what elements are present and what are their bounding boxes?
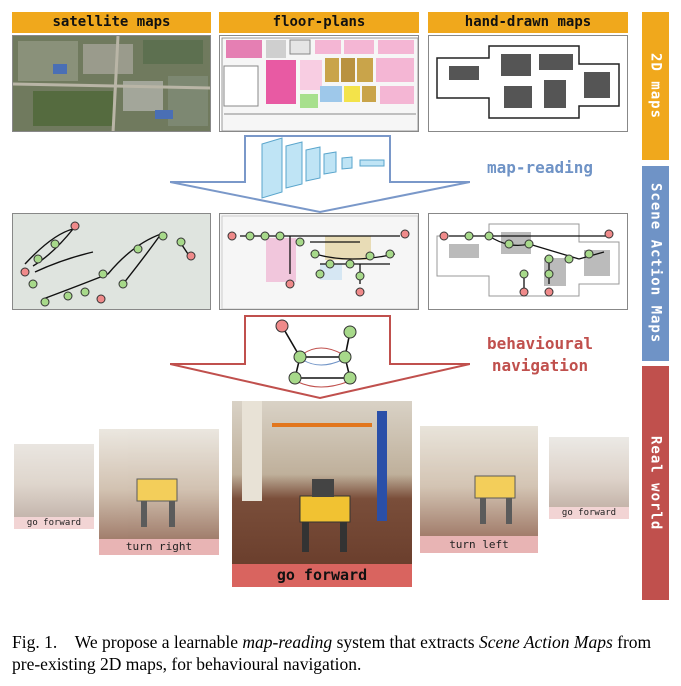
action-left: turn right: [99, 539, 219, 555]
stage-label-map-reading: map-reading: [487, 158, 593, 177]
stage-label-navigation: navigation: [491, 356, 589, 375]
caption-part2: system that extracts: [332, 632, 479, 652]
figure-number: Fig. 1.: [12, 632, 58, 652]
action-right: turn left: [420, 536, 538, 553]
side-label-real-world: Real world: [642, 366, 669, 600]
photo-right: [420, 426, 538, 536]
hand-drawn-map-image: [428, 35, 628, 132]
side-label-scene-action-text: Scene Action Maps: [647, 183, 664, 344]
action-center: go forward: [232, 564, 412, 587]
scene-action-map-satellite: [12, 213, 211, 310]
neural-network-icon: [261, 137, 385, 199]
scene-action-map-hand-drawn: [428, 213, 628, 310]
photo-far-left: [14, 444, 94, 517]
stage-label-behavioural-navigation: behavioural navigation: [465, 333, 615, 377]
action-far-left: go forward: [14, 517, 94, 529]
header-floor-plans: floor-plans: [219, 12, 419, 33]
map-reading-arrow: [170, 135, 470, 214]
action-graph-icon: [275, 319, 357, 388]
caption-part1: We propose a learnable: [74, 632, 243, 652]
header-satellite-maps: satellite maps: [12, 12, 211, 33]
header-hand-drawn-maps: hand-drawn maps: [428, 12, 628, 33]
photo-left: [99, 429, 219, 539]
action-far-right: go forward: [549, 507, 629, 519]
scene-action-map-floorplan: [219, 213, 419, 310]
side-label-real-world-text: Real world: [647, 435, 664, 531]
stage-label-behavioural: behavioural: [487, 334, 593, 353]
photo-center: [232, 401, 412, 564]
floor-plan-image: [219, 35, 419, 132]
side-label-2d-maps-text: 2D maps: [647, 52, 664, 119]
photo-far-right: [549, 437, 629, 507]
side-label-2d-maps: 2D maps: [642, 12, 669, 160]
behavioural-navigation-arrow: [170, 315, 470, 400]
caption-part3: from pre-existing 2D maps, for behaviour…: [12, 632, 652, 674]
figure-caption: Fig. 1. We propose a learnable map-readi…: [12, 631, 672, 675]
caption-em-scene-action-maps: Scene Action Maps: [478, 632, 613, 652]
caption-em-map-reading: map-reading: [242, 632, 333, 652]
satellite-map-image: [12, 35, 211, 132]
side-label-scene-action-maps: Scene Action Maps: [642, 166, 669, 361]
